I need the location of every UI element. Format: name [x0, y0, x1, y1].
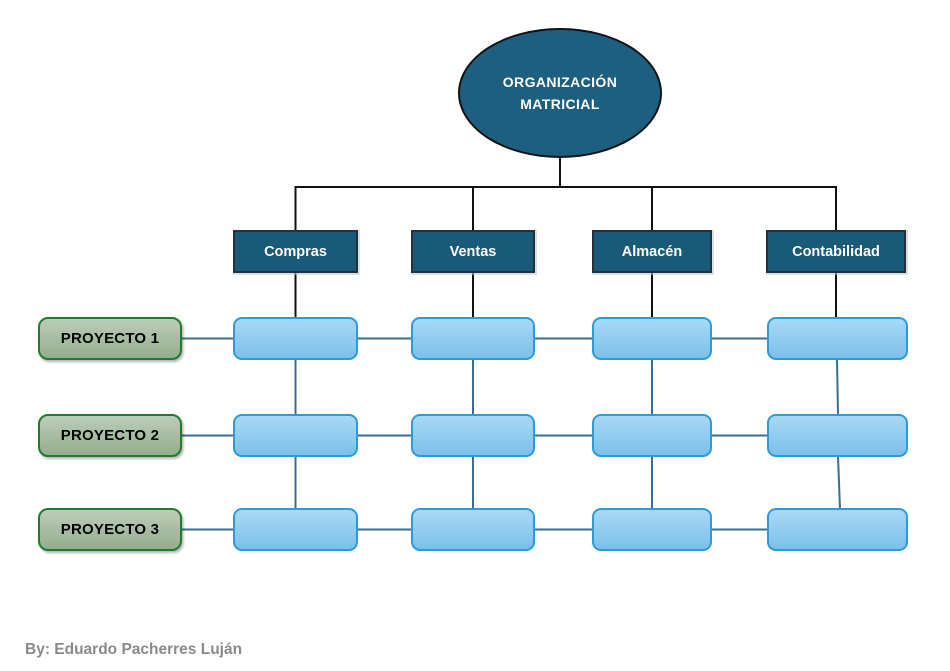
connector-col4-r2-r3 — [837, 455, 841, 510]
root-node-label-line1: ORGANIZACIÓN — [502, 73, 618, 90]
root-node-label-line2: MATRICIAL — [520, 96, 600, 112]
root-node-organizacion-matricial: ORGANIZACIÓN MATRICIAL — [458, 28, 662, 158]
project-node-proyecto-1: PROYECTO 1 — [38, 317, 182, 360]
matrix-cell-r3-c3 — [592, 508, 712, 551]
author-credit: By: Eduardo Pacherres Luján — [25, 641, 243, 658]
matrix-cell-r1-c2 — [411, 317, 535, 360]
project-node-proyecto-2: PROYECTO 2 — [38, 414, 182, 457]
matrix-cell-r1-c4 — [767, 317, 908, 360]
matrix-cell-r2-c3 — [592, 414, 712, 457]
connector-col4-r1-r2 — [836, 358, 839, 416]
matrix-cell-r2-c1 — [233, 414, 358, 457]
dept-node-compras: Compras — [233, 230, 358, 273]
dept-node-ventas: Ventas — [411, 230, 535, 273]
matrix-cell-r2-c2 — [411, 414, 535, 457]
project-node-proyecto-3: PROYECTO 3 — [38, 508, 182, 551]
dept-node-contabilidad: Contabilidad — [766, 230, 906, 273]
matrix-cell-r1-c1 — [233, 317, 358, 360]
dept-node-almacen: Almacén — [592, 230, 712, 273]
matrix-cell-r3-c2 — [411, 508, 535, 551]
matrix-cell-r2-c4 — [767, 414, 908, 457]
matrix-cell-r3-c1 — [233, 508, 358, 551]
matrix-cell-r1-c3 — [592, 317, 712, 360]
matrix-cell-r3-c4 — [767, 508, 908, 551]
